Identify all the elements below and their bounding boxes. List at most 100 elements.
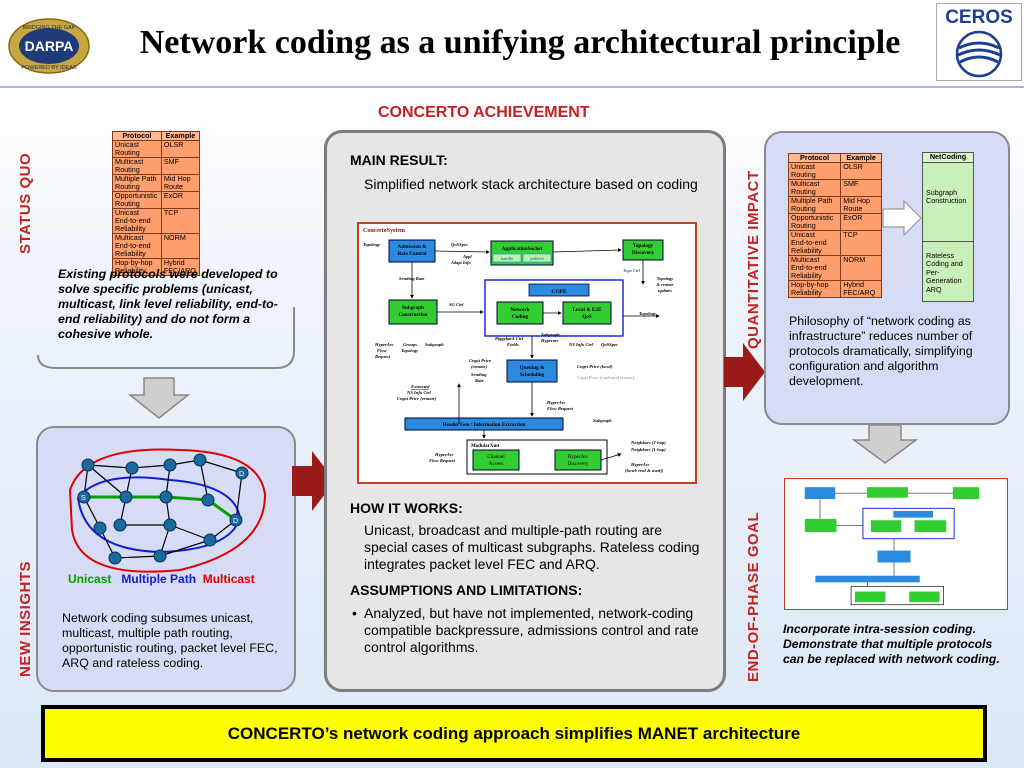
cngst-local-label: Cngst Price (local) (577, 364, 613, 369)
darpa-logo: BRIDGING THE GAP DARPA POWERED BY IDEAS (8, 18, 90, 74)
graph-legend: Unicast Multiple Path Multicast (68, 572, 255, 586)
subgraph-label-2: Subgraph (593, 418, 612, 423)
cell-protocol: Unicast End-to-end Reliability (112, 208, 162, 234)
cell-protocol: Unicast End-to-end Reliability (787, 230, 842, 256)
cope-label: COPE (551, 289, 567, 295)
assumptions-text: Analyzed, but have not implemented, netw… (364, 605, 699, 655)
topology-label: Topology (363, 242, 381, 247)
neighbors-label: Neighbors (2-hop)Neighbors (1-hop) (630, 440, 666, 452)
topology-label-2: Topology (639, 311, 657, 316)
netcoding-header: NetCoding (923, 152, 973, 163)
cell-protocol: Multicast Routing (787, 179, 842, 197)
qosspec-label-2: QoSSpec (601, 342, 618, 347)
legend-unicast: Unicast (68, 572, 112, 586)
netcoding-cell-rateless: Rateless Coding and Per- Generation ARQ (926, 250, 963, 294)
cell-example: Mid Hop Route (840, 196, 882, 214)
sending-rate-label: Sending Rate (399, 276, 424, 281)
netcoding-table: NetCoding Subgraph Construction Rateless… (922, 152, 974, 302)
queuing-label: Queuing &Scheduling (520, 365, 545, 378)
right-arrow-hollow-icon (882, 200, 922, 236)
quantitative-impact-label: QUANTITATIVE IMPACT (745, 170, 762, 349)
cell-protocol: Multicast End-to-end Reliability (787, 255, 842, 281)
goal-architecture-svg (804, 487, 980, 606)
admission-label: Admission &Rate Control (398, 244, 428, 257)
cell-protocol: Unicast Routing (112, 140, 162, 158)
conclusion-banner: CONCERTO’s network coding approach simpl… (43, 707, 985, 760)
cell-example: OLSR (160, 140, 201, 158)
cngst-remote-label: Cngst Price(remote) (469, 358, 491, 369)
quantitative-impact-text: Philosophy of “network coding as infrast… (789, 314, 973, 388)
ceros-logo-text: CEROS (945, 7, 1013, 28)
darpa-top-text: BRIDGING THE GAP (23, 25, 76, 31)
cell-example: ExOR (840, 213, 882, 231)
arch-system-label: ConcertoSystem (363, 228, 405, 234)
cell-protocol: Multicast Routing (112, 157, 162, 175)
new-insights-text: Network coding subsumes unicast, multica… (62, 611, 278, 670)
header-gen-label: Header Gen / Information Extraction (443, 422, 526, 428)
cell-example: Mid Hop Route (160, 174, 201, 192)
end-of-phase-goal-label: END-OF-PHASE GOAL (745, 511, 762, 682)
concerto-achievement-label: CONCERTO ACHIEVEMENT (378, 104, 590, 121)
cell-example: SMF (840, 179, 882, 197)
how-it-works-text: Unicast, broadcast and multiple-path rou… (364, 522, 700, 572)
architecture-diagram: ConcertoSystem Admission &Rate Control A… (357, 222, 697, 484)
handle-label: handle (501, 256, 513, 261)
modular-xmit-label: ModularXmt (471, 444, 500, 449)
ceros-globe-icon (955, 30, 1003, 78)
hyperarc-local-label: HyperArc(local: real & used)) (625, 462, 664, 473)
right-arrow-icon (292, 451, 335, 511)
cell-protocol: Multicast End-to-end Reliability (112, 233, 162, 259)
down-arrow-icon (128, 377, 190, 419)
legend-multicast: Multicast (202, 572, 255, 586)
right-arrow-icon (724, 343, 765, 401)
cell-protocol: Hop-by-hop Reliability (112, 258, 162, 276)
app-socket-label: ApplicationSocket (502, 246, 543, 252)
cell-example: OLSR (840, 162, 882, 180)
cell-protocol: Opportunistic Routing (787, 213, 842, 231)
cell-example: ExOR (160, 191, 201, 209)
topo-ctrl-label: Topo Ctrl (623, 268, 641, 273)
cell-protocol: Unicast Routing (787, 162, 842, 180)
bullet-icon: • (352, 605, 357, 621)
header-divider (0, 86, 1024, 88)
source-node-label: S (81, 495, 86, 502)
cell-example: NORM (160, 233, 201, 259)
cell-example: TCP (840, 230, 882, 256)
goal-text: Incorporate intra-session coding. Demons… (783, 622, 1000, 666)
cell-example: NORM (840, 255, 882, 281)
ceros-logo: CEROS (936, 3, 1022, 81)
status-quo-text: Existing protocols were developed to sol… (58, 267, 278, 341)
status-quo-panel (36, 125, 296, 371)
cell-protocol: Hop-by-hop Reliability (787, 280, 842, 298)
darpa-main-text: DARPA (25, 38, 74, 54)
